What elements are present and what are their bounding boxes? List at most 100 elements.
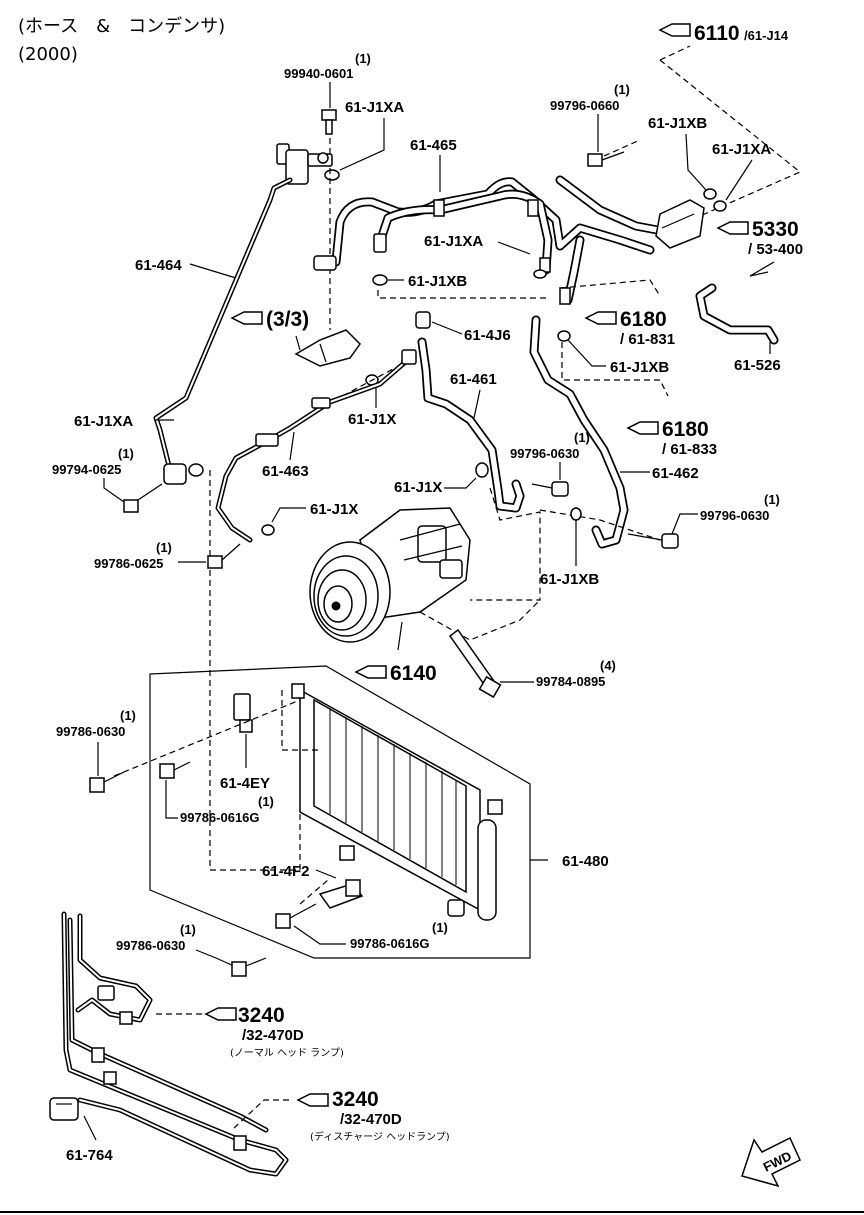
ref-3240-b[interactable]: 3240 /32-470D (ディスチャージ ヘッドランプ) <box>296 1088 450 1143</box>
ref-6180-b[interactable]: 6180 / 61-833 <box>626 418 717 458</box>
o-ring-icon <box>557 330 571 342</box>
part-61-J1X-a: 61-J1X <box>348 411 396 428</box>
svg-text:/32-470D: /32-470D <box>242 1027 304 1044</box>
part-99786-0616G-a: 99786-0616G <box>180 810 260 825</box>
part-61-462: 61-462 <box>652 465 699 482</box>
pointing-hand-icon <box>296 1093 329 1107</box>
bolt-icon <box>321 109 337 135</box>
part-61-764: 61-764 <box>66 1147 113 1164</box>
qty-99796-0630-b: (1) <box>764 492 780 507</box>
part-99786-0616G-b: 99786-0616G <box>350 936 430 951</box>
bolt-icon <box>231 957 267 977</box>
part-61-J1XB-low: 61-J1XB <box>540 571 599 588</box>
diagram-title: (ホース & コンデンサ) <box>18 16 225 37</box>
part-61-4J6: 61-4J6 <box>464 327 511 344</box>
diagram-year: (2000) <box>18 44 78 65</box>
pointing-hand-icon <box>354 665 387 679</box>
qty-99786-0630-b: (1) <box>180 922 196 937</box>
bolt-icon <box>531 481 569 497</box>
part-61-J1X-b: 61-J1X <box>394 479 442 496</box>
part-61-463: 61-463 <box>262 463 309 480</box>
cap-icon <box>415 311 431 329</box>
bracket-icon <box>318 879 364 909</box>
bolt-icon <box>159 761 191 779</box>
bracket-icon <box>294 329 361 367</box>
pointing-hand-icon <box>716 221 749 235</box>
bolt-icon <box>207 543 241 569</box>
o-ring-icon <box>533 269 547 279</box>
svg-text:/32-470D: /32-470D <box>340 1111 402 1128</box>
fitting-icon <box>163 463 204 485</box>
pointing-hand-icon <box>658 23 691 37</box>
bolt-icon <box>587 151 625 167</box>
part-61-464: 61-464 <box>135 257 182 274</box>
ref-3240-a[interactable]: 3240 /32-470D (ノーマル ヘッド ランプ) <box>204 1004 344 1059</box>
wiring-harness <box>61 911 289 1177</box>
pointing-hand-icon <box>204 1007 237 1021</box>
compressor-icon <box>309 507 471 643</box>
part-99786-0630-b: 99786-0630 <box>116 938 185 953</box>
pointing-hand-icon <box>626 421 659 435</box>
ref-6180-a[interactable]: 6180 / 61-831 <box>584 308 675 348</box>
connector-icon <box>49 1097 79 1121</box>
part-61-J1XB-right: 61-J1XB <box>610 359 669 376</box>
part-61-J1XA-left: 61-J1XA <box>74 413 133 430</box>
part-61-J1XA-right: 61-J1XA <box>712 141 771 158</box>
part-99796-0630-b: 99796-0630 <box>700 508 769 523</box>
part-99796-0630-a: 99796-0630 <box>510 446 579 461</box>
part-61-465: 61-465 <box>410 137 457 154</box>
part-61-J1XB-mid: 61-J1XB <box>408 273 467 290</box>
qty-99796-0660: (1) <box>614 82 630 97</box>
part-61-J1XA-top: 61-J1XA <box>345 99 404 116</box>
bracket-icon <box>233 693 253 733</box>
part-99794-0625: 99794-0625 <box>52 462 121 477</box>
svg-text:5330: 5330 <box>752 218 799 241</box>
bolt-icon <box>448 628 502 699</box>
condenser-icon <box>291 683 503 921</box>
o-ring-icon <box>475 462 489 478</box>
part-61-J1XB-top: 61-J1XB <box>648 115 707 132</box>
svg-text:6140: 6140 <box>390 662 437 685</box>
part-61-J1XA-mid: 61-J1XA <box>424 233 483 250</box>
o-ring-icon <box>324 169 340 181</box>
pointing-hand-icon <box>584 311 617 325</box>
svg-text:6110: 6110 <box>694 22 740 45</box>
o-ring-icon <box>372 274 388 286</box>
ref-3-3[interactable]: (3/3) <box>230 308 309 331</box>
part-61-4EY: 61-4EY <box>220 775 270 792</box>
qty-61-4EY: (1) <box>258 794 274 809</box>
svg-text:(ノーマル ヘッド ランプ): (ノーマル ヘッド ランプ) <box>230 1047 344 1059</box>
o-ring-icon <box>713 200 727 212</box>
qty-99784-0895: (4) <box>600 658 616 673</box>
ref-5330[interactable]: 5330 / 53-400 <box>716 218 803 258</box>
svg-text:6180: 6180 <box>662 418 709 441</box>
forward-arrow-icon: FWD <box>741 1136 801 1188</box>
svg-text:3240: 3240 <box>332 1088 379 1111</box>
bolt-icon <box>89 771 125 793</box>
part-99940-0601: 99940-0601 <box>284 66 353 81</box>
qty-99786-0616G-b: (1) <box>432 920 448 935</box>
svg-text:6180: 6180 <box>620 308 667 331</box>
part-61-461: 61-461 <box>450 371 497 388</box>
fitting-icon <box>255 349 417 447</box>
part-61-526: 61-526 <box>734 357 781 374</box>
bolt-icon <box>275 903 317 929</box>
qty-99786-0630-a: (1) <box>120 708 136 723</box>
part-99796-0660: 99796-0660 <box>550 98 619 113</box>
o-ring-icon <box>703 188 717 200</box>
ref-6140[interactable]: 6140 <box>354 662 437 685</box>
svg-text:/ 53-400: / 53-400 <box>748 241 803 258</box>
part-61-480: 61-480 <box>562 853 609 870</box>
svg-text:/61-J14: /61-J14 <box>744 28 789 43</box>
ref-6110[interactable]: 6110 /61-J14 <box>658 22 789 45</box>
bolt-icon <box>627 533 679 549</box>
o-ring-icon <box>570 507 582 521</box>
bolt-icon <box>123 483 163 513</box>
pointing-hand-icon <box>230 311 263 325</box>
svg-text:3240: 3240 <box>238 1004 285 1027</box>
svg-text:(3/3): (3/3) <box>266 308 309 331</box>
part-99786-0625: 99786-0625 <box>94 556 163 571</box>
svg-text:/ 61-831: / 61-831 <box>620 331 675 348</box>
